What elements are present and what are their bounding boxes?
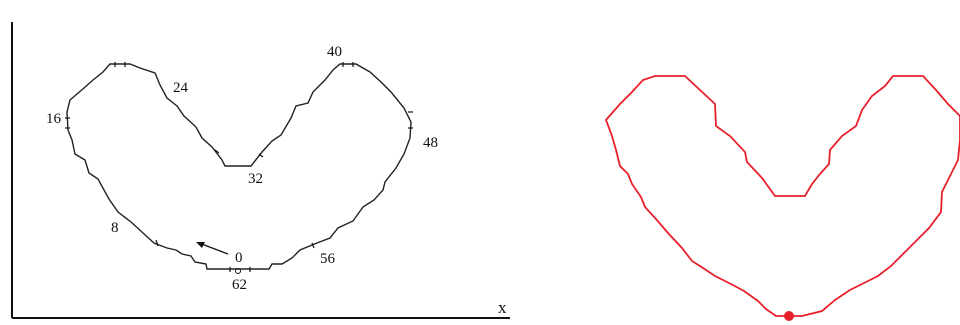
start-point-marker (235, 268, 241, 274)
point-label-8: 8 (111, 220, 119, 236)
point-label-32: 32 (248, 171, 263, 187)
point-label-40: 40 (327, 44, 342, 60)
right-panel (604, 75, 960, 321)
start-marker (784, 311, 794, 321)
x-axis-label: x (498, 298, 507, 317)
point-label-56: 56 (320, 251, 336, 267)
point-label-24: 24 (173, 80, 189, 96)
right-contour (604, 75, 960, 317)
point-label-48: 48 (423, 135, 438, 151)
left-contour (66, 63, 412, 270)
point-label-62: 62 (232, 277, 247, 293)
start-arrow (196, 242, 229, 255)
point-label-16: 16 (46, 111, 62, 127)
contour-tick-marks (65, 62, 413, 272)
left-panel: x 0 8 16 24 32 40 48 56 62 (11, 22, 510, 319)
point-label-0: 0 (235, 250, 243, 266)
